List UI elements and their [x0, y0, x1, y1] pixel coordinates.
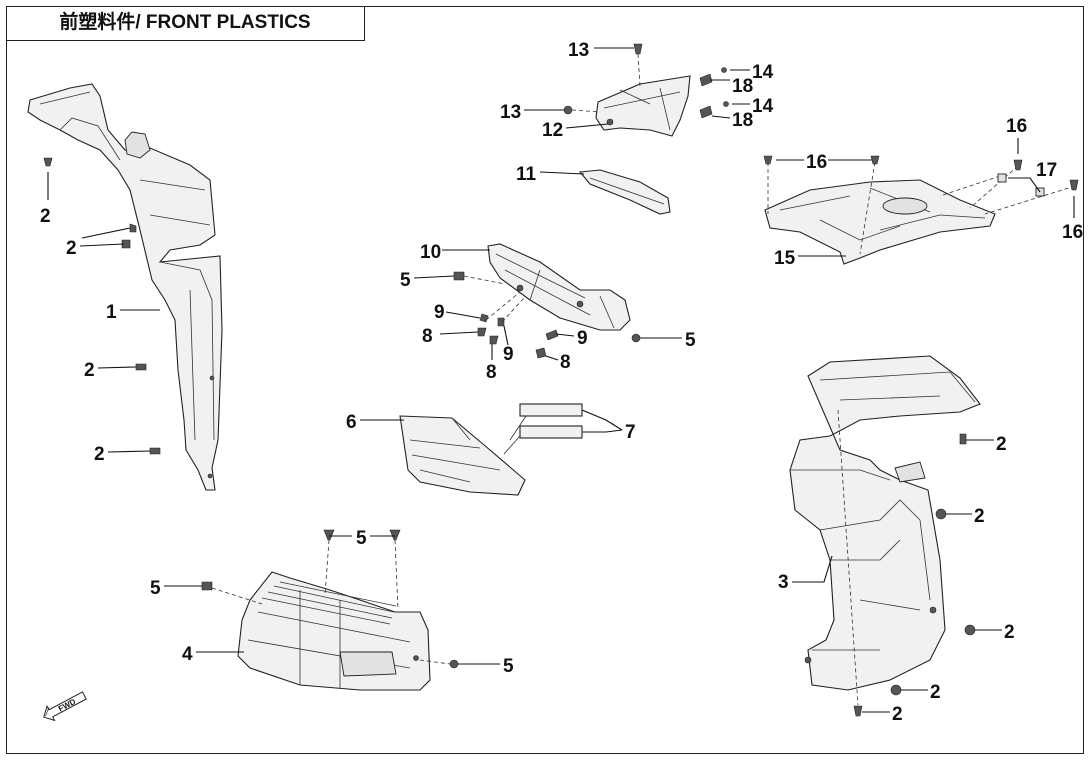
callout-labels: 2 2 1 2 2 2 2 2 2 2 3 4 5 5 5 5 5 6 7 9 …: [40, 40, 1083, 725]
callout-8c: 8: [560, 352, 571, 373]
callout-6: 6: [346, 412, 357, 433]
callout-2c: 2: [84, 360, 95, 381]
part-10-bracket: [487, 243, 631, 331]
callout-18b: 18: [732, 110, 753, 131]
callout-3: 3: [778, 572, 789, 593]
part-12-upper-bracket: [595, 75, 691, 137]
callout-5d: 5: [400, 270, 411, 291]
callout-2e: 2: [996, 434, 1007, 455]
part-4-front-grille: [237, 571, 431, 691]
callout-8a: 8: [422, 326, 433, 347]
part-7-foam-pads: [503, 403, 583, 455]
callout-10: 10: [420, 242, 441, 263]
callout-4: 4: [182, 644, 193, 665]
callout-2h: 2: [930, 682, 941, 703]
callout-1: 1: [106, 302, 117, 323]
callout-12: 12: [542, 120, 563, 141]
callout-16a: 16: [806, 152, 827, 173]
callout-5a: 5: [150, 578, 161, 599]
callout-5b: 5: [356, 528, 367, 549]
drawing-frame: [6, 6, 1084, 754]
callout-2b: 2: [66, 238, 77, 259]
callout-16b: 16: [1006, 116, 1027, 137]
callout-9b: 9: [503, 344, 514, 365]
callout-2d: 2: [94, 444, 105, 465]
part-3-right-panel: [789, 355, 981, 706]
callout-2i: 2: [892, 704, 903, 725]
callout-9a: 9: [434, 302, 445, 323]
callout-5c: 5: [503, 656, 514, 677]
part-15-tray-frame: [764, 161, 1076, 265]
callout-13b: 13: [500, 102, 521, 123]
callout-15: 15: [774, 248, 796, 269]
callout-14b: 14: [752, 96, 774, 117]
callout-18a: 18: [732, 76, 753, 97]
callout-5e: 5: [685, 330, 696, 351]
callout-9c: 9: [577, 328, 588, 349]
callout-2f: 2: [974, 506, 985, 527]
part-1-left-panel: [27, 83, 223, 491]
callout-2a: 2: [40, 206, 51, 227]
callout-11: 11: [516, 164, 537, 185]
forward-arrow-icon: FWD: [43, 691, 87, 722]
callout-2g: 2: [1004, 622, 1015, 643]
part-6-small-cover: [399, 415, 526, 496]
callout-14a: 14: [752, 62, 774, 83]
callout-7: 7: [625, 422, 636, 443]
hardware: [43, 43, 1079, 717]
callout-17: 17: [1036, 160, 1057, 181]
leader-lines: [47, 47, 1075, 713]
callout-13a: 13: [568, 40, 589, 61]
callout-16c: 16: [1062, 222, 1083, 243]
callout-8b: 8: [486, 362, 497, 383]
part-11-trim-strip: [578, 169, 671, 215]
page-title: 前塑料件/ FRONT PLASTICS: [6, 6, 365, 41]
